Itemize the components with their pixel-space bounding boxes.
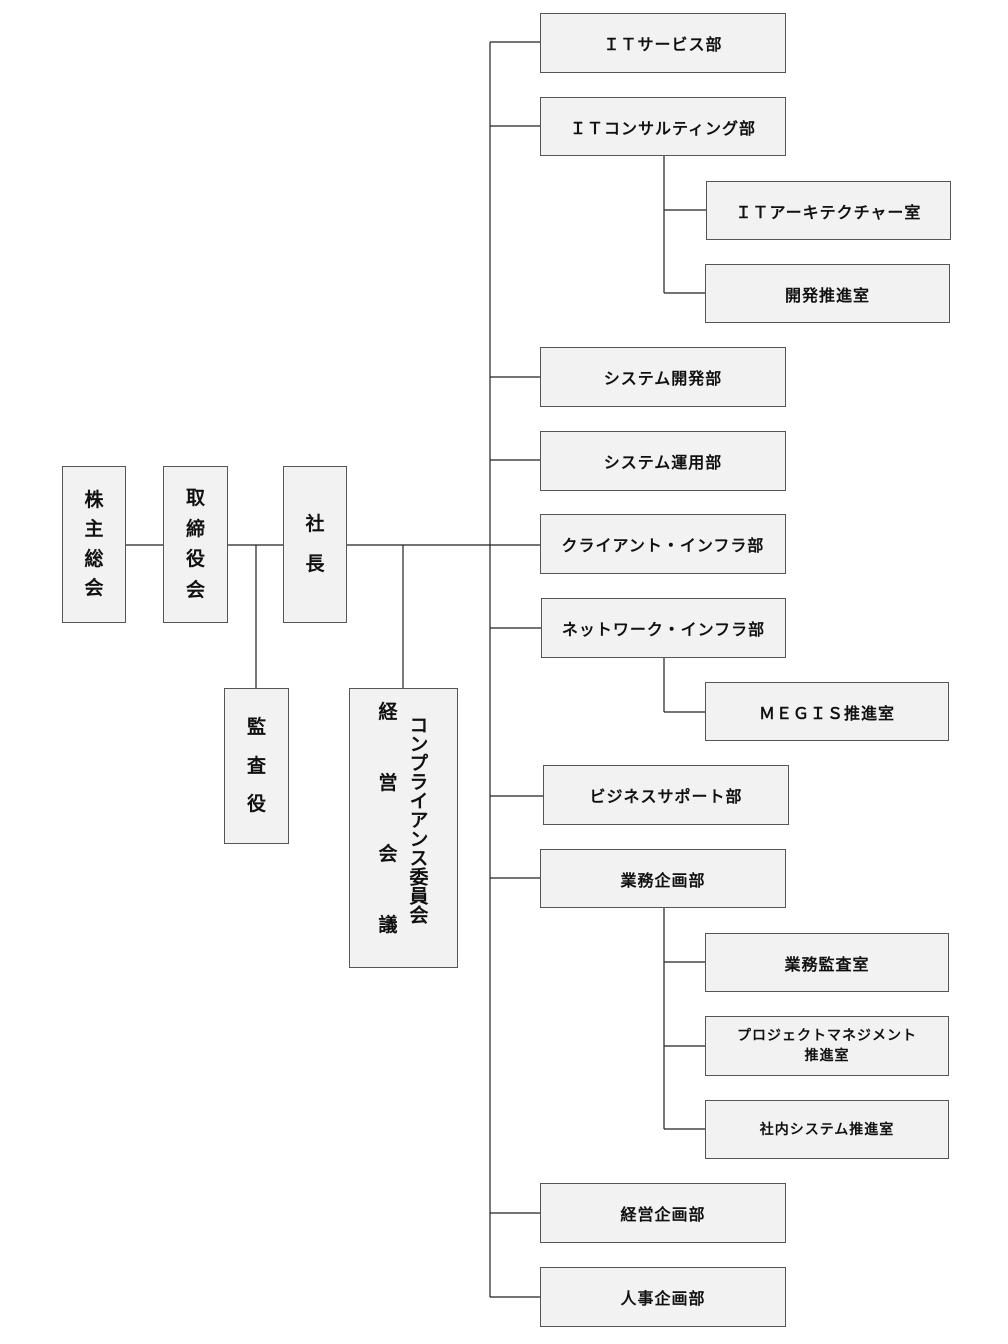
vertical-char: 監 [246, 716, 266, 739]
management-meeting-label: 経営会議 [378, 703, 398, 935]
vertical-char: 主 [84, 518, 104, 541]
vertical-char: 経 [378, 701, 399, 723]
vertical-char: 会 [378, 843, 399, 865]
dept-hr-planning: 人事企画部 [540, 1267, 786, 1327]
president-box: 社長 [283, 466, 347, 623]
vertical-char: 締 [185, 517, 205, 540]
dept-network-infra: ネットワーク・インフラ部 [541, 598, 786, 658]
dept-it-service: ＩＴサービス部 [540, 13, 786, 73]
dept-corporate-planning: 経営企画部 [540, 1183, 786, 1243]
vertical-char: 株 [84, 489, 104, 512]
vertical-char: 社 [305, 512, 325, 535]
vertical-char: 会 [185, 579, 205, 602]
dept-system-dev: システム開発部 [540, 347, 786, 407]
vertical-char: 会 [84, 576, 104, 599]
vertical-char: 議 [378, 914, 399, 936]
dept-system-ops: システム運用部 [540, 431, 786, 491]
compliance-committee-label: コンプライアンス委員会 [406, 714, 429, 924]
shareholders-box: 株主総会 [62, 466, 126, 623]
vertical-char: 役 [246, 792, 266, 815]
room-megis: ＭＥＧＩＳ推進室 [705, 682, 949, 741]
dept-business-planning: 業務企画部 [540, 849, 786, 908]
vertical-char: 査 [246, 754, 266, 777]
dept-client-infra: クライアント・インフラ部 [540, 514, 786, 574]
room-project-management: プロジェクトマネジメント 推進室 [705, 1016, 949, 1076]
vertical-char: 長 [305, 553, 325, 576]
room-business-audit: 業務監査室 [705, 933, 949, 992]
room-internal-system: 社内システム推進室 [705, 1100, 949, 1159]
vertical-char: 営 [378, 772, 399, 794]
mgmt-compliance-box: コンプライアンス委員会 経営会議 [349, 688, 458, 968]
vertical-char: 役 [185, 548, 205, 571]
dept-business-support: ビジネスサポート部 [543, 765, 789, 825]
vertical-char: 総 [84, 547, 104, 570]
dept-it-consulting: ＩＴコンサルティング部 [540, 97, 786, 156]
room-it-architecture: ＩＴアーキテクチャー室 [706, 181, 951, 240]
vertical-char: 取 [185, 486, 205, 509]
board-box: 取締役会 [163, 466, 228, 623]
room-dev-promotion: 開発推進室 [705, 264, 950, 323]
auditor-box: 監査役 [224, 688, 289, 844]
